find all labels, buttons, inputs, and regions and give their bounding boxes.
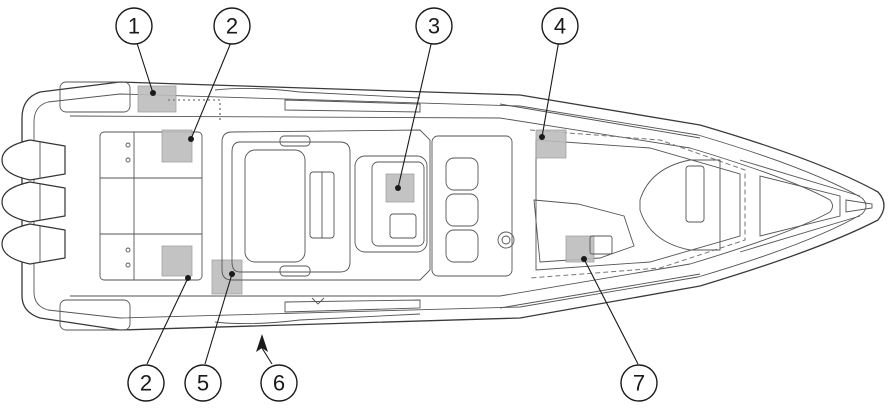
outboard-engines — [1, 139, 66, 265]
callout-1-top: 1 — [115, 7, 153, 45]
callout-5-bottom: 5 — [184, 364, 222, 402]
callout-3-top: 3 — [415, 7, 453, 45]
arrow-6-icon — [256, 334, 268, 352]
callout-4-top: 4 — [541, 7, 579, 45]
forward-cabin — [529, 129, 873, 279]
svg-text:2: 2 — [226, 14, 238, 39]
svg-text:5: 5 — [197, 371, 209, 396]
engine-top — [1, 139, 66, 181]
engine-bottom — [1, 223, 66, 265]
callout-7-bottom: 7 — [620, 364, 658, 402]
highlight-area-7 — [565, 235, 595, 263]
svg-text:4: 4 — [554, 14, 566, 39]
svg-text:3: 3 — [428, 14, 440, 39]
callout-6-bottom: 6 — [260, 364, 298, 402]
svg-text:7: 7 — [633, 371, 645, 396]
highlight-area-4 — [535, 129, 567, 159]
callout-2-bottom: 2 — [127, 364, 165, 402]
stern-deck — [99, 85, 243, 295]
svg-text:6: 6 — [273, 371, 285, 396]
engine-middle — [1, 181, 66, 223]
highlight-area-2-top — [161, 129, 193, 163]
helm-console — [431, 135, 515, 277]
highlight-area-2-bottom — [161, 245, 193, 277]
cockpit — [221, 129, 431, 281]
highlight-area-1 — [137, 85, 177, 113]
leader-lines — [135, 39, 639, 365]
highlight-area-5 — [211, 259, 243, 295]
svg-text:1: 1 — [128, 14, 140, 39]
callout-2-top: 2 — [213, 7, 251, 45]
svg-text:2: 2 — [140, 371, 152, 396]
